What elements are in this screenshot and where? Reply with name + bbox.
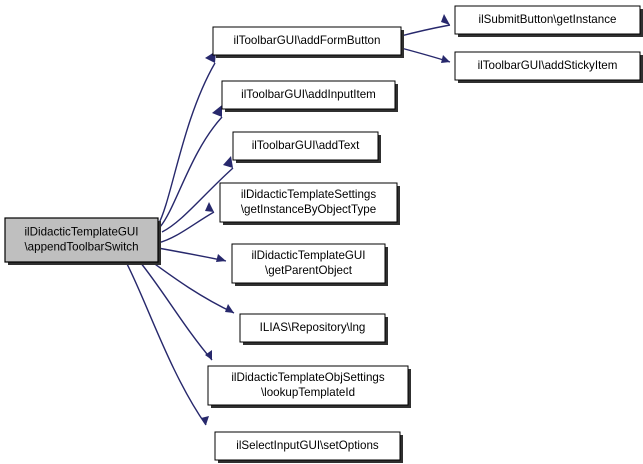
- arrowhead-icon: [216, 254, 226, 262]
- edges-layer: [125, 14, 451, 426]
- node-box[interactable]: [454, 5, 641, 35]
- node-label: ilToolbarGUI\addStickyItem: [478, 59, 618, 72]
- graph-node-lng[interactable]: ILIAS\Repository\lng: [239, 313, 388, 345]
- graph-node-getParentObject[interactable]: ilDidacticTemplateGUI \getParentObject: [231, 243, 388, 286]
- node-box[interactable]: [212, 26, 402, 56]
- node-label: ilDidacticTemplateSettings: [241, 188, 377, 201]
- edge-current-to-getParentObject: [157, 247, 227, 262]
- arrowhead-icon: [223, 156, 233, 168]
- node-label: ilSubmitButton\getInstance: [479, 13, 617, 26]
- graph-node-addInputItem[interactable]: ilToolbarGUI\addInputItem: [221, 80, 398, 112]
- node-box[interactable]: [231, 243, 386, 284]
- arrowhead-icon: [212, 105, 222, 117]
- arrowhead-icon: [225, 304, 234, 313]
- node-label: \getParentObject: [265, 264, 353, 277]
- edge-current-to-addFormButton: [157, 62, 216, 226]
- graph-node-getInstanceByObjectType[interactable]: ilDidacticTemplateSettings \getInstanceBy…: [219, 182, 400, 225]
- node-label: \getInstanceByObjectType: [241, 203, 376, 216]
- node-label: ilToolbarGUI\addInputItem: [241, 88, 376, 101]
- arrowhead-icon: [441, 14, 450, 25]
- node-label: ilDidacticTemplateGUI: [24, 226, 138, 239]
- node-box[interactable]: [4, 217, 159, 263]
- nodes-layer: ilDidacticTemplateGUI \appendToolbarSwitc…: [4, 5, 643, 463]
- edge-current-to-getInstanceByObjectType: [157, 211, 215, 244]
- node-label: ilDidacticTemplateGUI: [251, 249, 365, 262]
- edge-current-to-addInputItem: [159, 116, 223, 228]
- edge-addFormButton-to-getInstance: [400, 24, 451, 37]
- graph-node-current[interactable]: ilDidacticTemplateGUI \appendToolbarSwitc…: [4, 217, 161, 265]
- arrowhead-icon: [201, 416, 209, 425]
- node-label: \lookupTemplateId: [261, 386, 355, 399]
- graph-node-lookupTemplateId[interactable]: ilDidacticTemplateObjSettings \lookupTemp…: [207, 365, 411, 408]
- edge-current-to-setOptions: [125, 261, 207, 426]
- node-label: ilToolbarGUI\addFormButton: [234, 34, 381, 47]
- arrowhead-icon: [441, 55, 450, 63]
- arrowhead-icon: [205, 350, 212, 360]
- node-box[interactable]: [232, 131, 379, 161]
- node-label: \appendToolbarSwitch: [24, 241, 138, 254]
- graph-node-setOptions[interactable]: ilSelectInputGUI\setOptions: [214, 431, 403, 463]
- node-box[interactable]: [214, 431, 401, 461]
- node-box[interactable]: [454, 51, 641, 81]
- edge-current-to-addText: [161, 167, 234, 233]
- edge-current-to-lng: [151, 261, 235, 314]
- node-box[interactable]: [239, 313, 386, 343]
- node-box[interactable]: [207, 365, 409, 406]
- graph-node-addFormButton[interactable]: ilToolbarGUI\addFormButton: [212, 26, 404, 58]
- node-box[interactable]: [221, 80, 396, 110]
- arrowhead-icon: [205, 202, 214, 212]
- node-box[interactable]: [219, 182, 398, 223]
- graph-node-addStickyItem[interactable]: ilToolbarGUI\addStickyItem: [454, 51, 643, 83]
- node-label: ilToolbarGUI\addText: [252, 139, 360, 152]
- node-label: ilDidacticTemplateObjSettings: [231, 371, 385, 384]
- graph-node-addText[interactable]: ilToolbarGUI\addText: [232, 131, 381, 163]
- edge-current-to-lookupTemplateId: [139, 261, 213, 361]
- graph-node-getInstance[interactable]: ilSubmitButton\getInstance: [454, 5, 643, 37]
- node-label: ilSelectInputGUI\setOptions: [236, 439, 379, 452]
- node-label: ILIAS\Repository\lng: [260, 321, 366, 334]
